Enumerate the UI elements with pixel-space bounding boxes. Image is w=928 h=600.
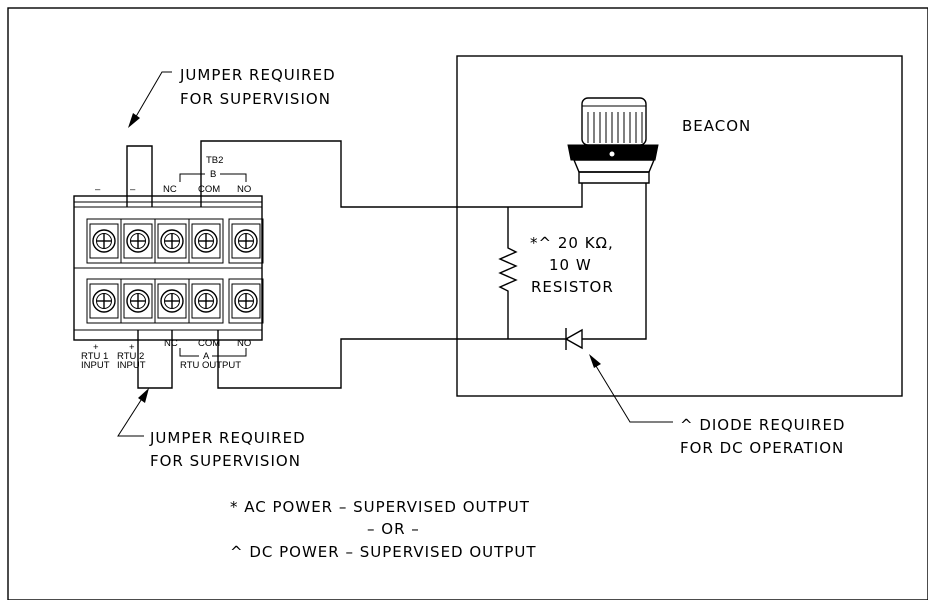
beacon-icon (567, 97, 659, 184)
bottom-com: COM (198, 338, 220, 349)
note-or: – OR – (367, 520, 420, 538)
jumper-top-arrow (128, 71, 172, 128)
screw-bottom-5 (228, 278, 264, 324)
bottom-input2: INPUT (117, 360, 146, 371)
resistor-label-line1: *^ 20 KΩ, (530, 234, 614, 252)
diode-label-line2: FOR DC OPERATION (680, 439, 844, 457)
screw-top-4 (188, 218, 224, 264)
screw-bottom-1 (86, 278, 122, 324)
bottom-input1: INPUT (81, 360, 110, 371)
bottom-a: A (203, 351, 210, 362)
top-jumper-wire (126, 145, 153, 207)
jumper-top-label-line1: JUMPER REQUIRED (179, 66, 336, 84)
screw-bottom-4 (188, 278, 224, 324)
rtu-output-label: RTU OUTPUT (180, 360, 241, 371)
terminal-block (73, 195, 264, 341)
screw-top-3 (154, 218, 190, 264)
top-minus-2: – (130, 184, 136, 195)
wire-output-to-diode (217, 330, 568, 389)
top-b: B (210, 169, 216, 180)
top-no: NO (237, 184, 251, 195)
diode-arrow (589, 354, 673, 423)
screw-top-5 (228, 218, 264, 264)
note-dc-power: ^ DC POWER – SUPERVISED OUTPUT (230, 543, 537, 561)
a-bracket (179, 348, 247, 357)
jumper-bottom-arrow (117, 388, 149, 437)
bottom-no: NO (237, 338, 251, 349)
b-bracket (179, 173, 247, 182)
screw-bottom-2 (120, 278, 156, 324)
bottom-rtu1: RTU 1 (81, 351, 108, 362)
jumper-bottom-label-line2: FOR SUPERVISION (150, 452, 301, 470)
jumper-bottom-label-line1: JUMPER REQUIRED (149, 429, 306, 447)
note-ac-power: * AC POWER – SUPERVISED OUTPUT (230, 498, 530, 516)
bottom-plus-1: + (93, 342, 99, 353)
beacon-enclosure (456, 55, 903, 397)
screw-top-2 (120, 218, 156, 264)
resistor-label-line2: 10 W (549, 256, 592, 274)
tb2-label: TB2 (206, 155, 223, 166)
resistor-symbol (498, 207, 518, 339)
bottom-rtu2: RTU 2 (117, 351, 144, 362)
diode-label-line1: ^ DIODE REQUIRED (680, 416, 845, 434)
bottom-plus-2: + (129, 342, 135, 353)
bottom-jumper-wire (137, 330, 173, 389)
jumper-top-label-line2: FOR SUPERVISION (180, 90, 331, 108)
resistor-label-line3: RESISTOR (531, 278, 614, 296)
screw-bottom-3 (154, 278, 190, 324)
wire-com-to-beacon (200, 140, 583, 208)
bottom-nc: NC (164, 338, 178, 349)
screw-top-1 (86, 218, 122, 264)
top-com: COM (198, 184, 220, 195)
wire-diode-to-beacon (582, 183, 647, 340)
top-nc: NC (163, 184, 177, 195)
outer-border (7, 7, 928, 600)
top-minus-1: – (95, 184, 101, 195)
diode-symbol (564, 328, 583, 350)
beacon-label: BEACON (682, 117, 751, 135)
